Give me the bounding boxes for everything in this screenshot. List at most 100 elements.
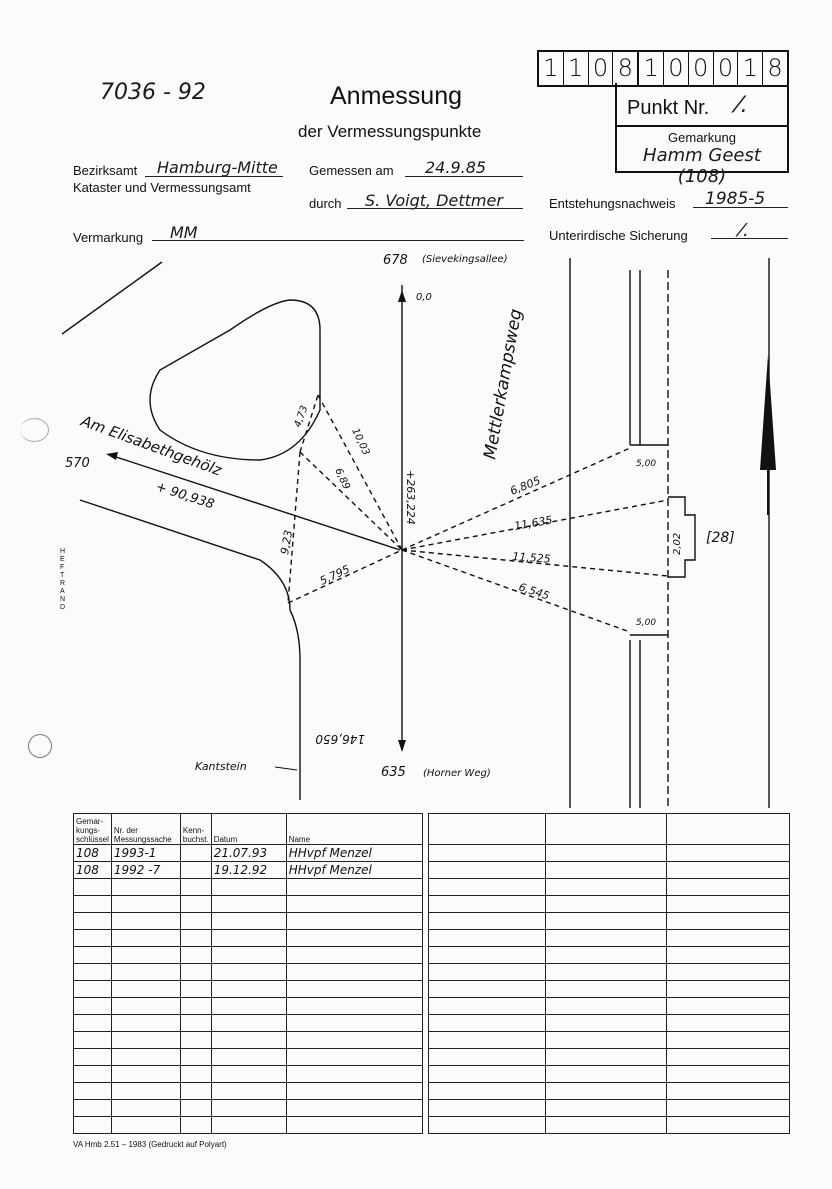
col-header: Nr. der Messungssache [110,813,181,845]
table-row [73,1065,424,1083]
dist-label: 6,89 [332,467,351,492]
table-row [428,1014,790,1032]
dist-label: 2,02 [672,533,683,555]
col-header: Name [285,813,424,845]
col-header: Gemar-kungs-schlüssel [73,813,112,845]
table-row [73,929,424,947]
dist-label: 5,00 [636,459,656,469]
dist-label: 10,03 [349,427,371,458]
table-row [73,1014,424,1032]
right-table [428,813,790,1134]
house-number: [28] [706,530,735,546]
table-row [428,1099,790,1117]
table-row [73,946,424,964]
gemessen-label: Gemessen am [309,163,394,178]
table-row [428,844,790,862]
digit: 0 [589,52,614,85]
street-vertical-label: Mettlerkampsweg [480,307,526,461]
kantstein-label: Kantstein [195,760,247,773]
footer-note: VA Hmb 2.51 – 1983 (Gedruckt auf Polyart… [73,1140,227,1149]
diag-dist-label: + 90,938 [154,480,216,513]
punch-hole [20,418,49,442]
boundary-line [61,261,163,335]
top-point-label: 678 [383,253,408,268]
digit: 1 [639,52,664,85]
col-header: Datum [210,813,287,845]
punkt-label: Punkt Nr. [627,97,710,119]
table-row [73,1031,424,1049]
digit: 1 [738,52,764,85]
table-row [428,980,790,998]
page-title: Anmessung [330,82,463,110]
survey-sketch: 678 (Sievekingsallee) 0,0 Mettlerkampswe… [61,253,776,808]
table-row [428,1031,790,1049]
gemarkung-value: Hamm Geest (108) [643,145,761,187]
zero-label: 0,0 [416,292,432,303]
bezirksamt-value: Hamburg-Mitte [157,158,278,177]
table-row [428,878,790,896]
table-row [428,963,790,981]
north-arrow-icon [760,355,776,470]
digit: 0 [714,52,739,85]
digit: 1 [564,52,589,85]
dist-label: 5,00 [636,618,656,628]
digit: 8 [613,52,640,85]
table-row [428,1082,790,1100]
amt-label: Kataster und Vermessungsamt [73,180,251,195]
table-row [428,946,790,964]
axis-mid-label: +263,224 [404,470,417,525]
digit: 0 [689,52,714,85]
gemarkung-label: Gemarkung [668,130,736,145]
dist-label: 6,545 [517,580,551,602]
table-row [73,1048,424,1066]
vermarkung-value: MM [170,223,198,242]
entstehung-label: Entstehungsnachweis [549,196,676,211]
left-point-label: 570 [65,456,90,471]
digit: 1 [539,52,564,85]
vermarkung-sub-label: Unterirdische Sicherung [549,228,688,243]
traffic-island [149,299,321,461]
arrow-down-icon [398,740,406,752]
table-row [428,997,790,1015]
table-row [428,895,790,913]
table-row [73,1082,424,1100]
durch-value: S. Voigt, Dettmer [365,191,503,210]
dist-label: 11,525 [512,550,551,566]
bottom-point-label: 635 [381,765,406,780]
table-row [428,1065,790,1083]
digit: 0 [664,52,689,85]
history-table: Gemar-kungs-schlüssel Nr. der Messungssa… [73,813,424,1134]
bottom-street-label: (Horner Weg) [423,768,491,779]
vermarkung-label: Vermarkung [73,230,144,245]
table-row [428,1048,790,1066]
axis-end-label: 146,650 [315,732,365,746]
table-row [73,997,424,1015]
punkt-value: ⁄. [737,93,748,118]
dist-label: 9,23 [278,529,295,555]
table-row [73,980,424,998]
entstehung-value: 1985-5 [705,189,766,209]
arrow-left-icon [106,452,118,460]
table-row [73,963,424,981]
sicherung-value: ⁄. [740,220,749,241]
dist-label: 5,795 [318,563,352,588]
file-number: 7036 - 92 [100,80,206,105]
dist-label: 11,635 [513,513,553,532]
gemessen-value: 24.9.85 [425,158,487,177]
digit: 8 [767,54,783,82]
table-row [428,929,790,947]
table-row [73,1116,424,1134]
page-subtitle: der Vermessungspunkte [298,122,482,141]
table-row [428,912,790,930]
table-row [73,912,424,930]
table-row [73,895,424,913]
col-header: Kenn-buchst. [179,813,212,845]
street-diag-label: Am Elisabethgehölz [78,412,225,480]
bezirksamt-label: Bezirksamt [73,163,138,178]
kerb-line [79,499,301,800]
diagonal-axis [109,454,401,551]
